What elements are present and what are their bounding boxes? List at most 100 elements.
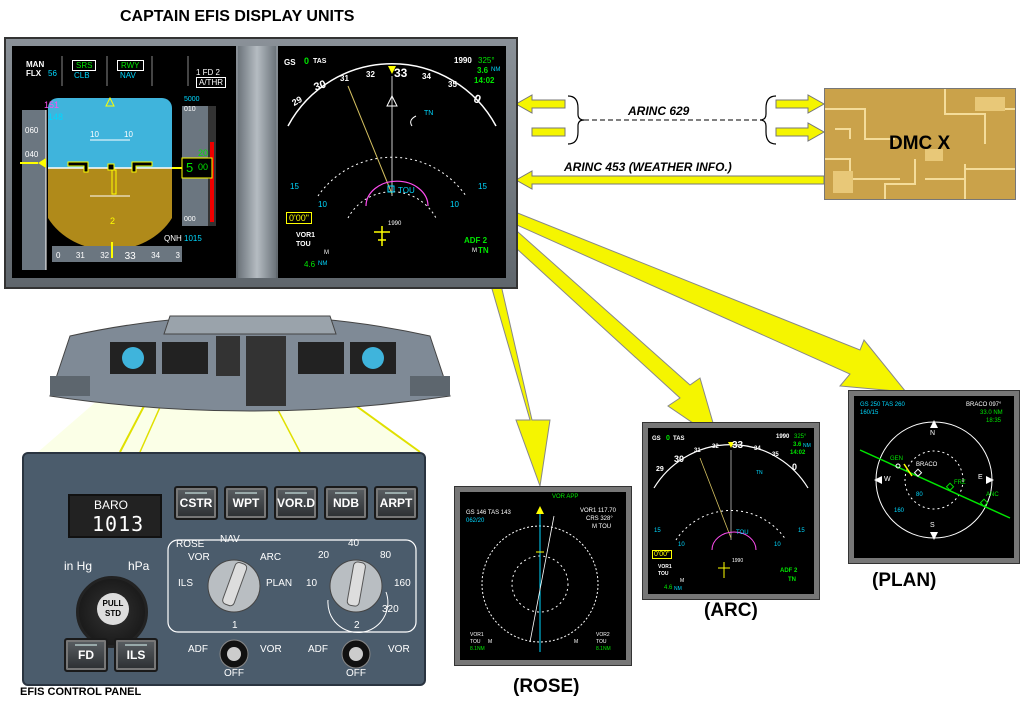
nd-gs: 0: [304, 56, 310, 66]
nd-adf-tn: TN: [478, 246, 489, 255]
mode-arc: ARC: [260, 552, 282, 563]
arc-brg: 325°: [794, 434, 807, 440]
arpt-label: ARPT: [379, 496, 413, 510]
nd-hdg-33: 33: [394, 66, 408, 80]
fma-athr: A/THR: [196, 77, 226, 88]
range-40: 40: [348, 538, 360, 549]
mode-rose: ROSE: [176, 539, 205, 550]
fd-button[interactable]: FD: [64, 638, 108, 672]
baro-label: BARO: [94, 498, 129, 512]
rose-wind: 062/20: [466, 518, 485, 524]
mode-vor: VOR: [188, 552, 210, 563]
rose-bm: M: [488, 639, 493, 645]
display-separator: [238, 46, 276, 278]
plan-wpt: BRACO 097°: [966, 402, 1002, 408]
pull-std-label: PULL STD: [97, 593, 129, 625]
fma-nav: NAV: [120, 71, 136, 80]
dmc-label: DMC X: [889, 133, 951, 154]
arpt-button[interactable]: ARPT: [374, 486, 418, 520]
wpt-button[interactable]: WPT: [224, 486, 268, 520]
arc-vdist: 4.6: [664, 585, 673, 591]
rose-bl2: TOU: [470, 639, 481, 645]
range-320: 320: [382, 604, 399, 615]
arc-hdg-35: 35: [772, 452, 779, 458]
pfd-speed-060: 060: [25, 126, 39, 135]
rose-tou: M TOU: [592, 524, 612, 530]
efis-control-panel: BARO 1013 in Hg hPa PULL STD CSTR WPT VO…: [22, 452, 426, 686]
arc-hdg-30: 30: [674, 454, 685, 464]
range-selector-knob[interactable]: [356, 594, 388, 626]
adf-vor-2-switch[interactable]: [342, 640, 370, 668]
nd-tou: TOU: [398, 186, 415, 195]
alt-cur-00: 00: [198, 162, 209, 172]
arc-adf-tn: TN: [788, 577, 796, 583]
rose-crs: CRS 328°: [586, 516, 613, 522]
nd-hdg-35: 35: [448, 80, 457, 89]
nd-dist-unit: NM: [491, 67, 501, 73]
plan-ring-160: 160: [894, 508, 905, 514]
mode-selector-knob[interactable]: [234, 594, 266, 626]
arinc629-right-arrow-icon: [531, 127, 566, 137]
adf-vor-1-switch[interactable]: [220, 640, 248, 668]
pfd-attitude-icon: [20, 56, 216, 270]
vord-button[interactable]: VOR.D: [274, 486, 318, 520]
alt-cur-5: 5: [186, 160, 194, 175]
mode-plan: PLAN: [266, 578, 293, 589]
alt-cur-20: 20: [198, 148, 209, 158]
rose-display: GS 146 TAS 143 062/20 VOR APP VOR1 117.7…: [460, 492, 626, 660]
nd-tn: TN: [424, 110, 434, 117]
alt-000: 000: [184, 216, 196, 223]
nd-brg: 325°: [478, 56, 495, 65]
nd-hdg-31: 31: [340, 74, 349, 83]
arc-dist: 3.6: [793, 442, 802, 448]
fd-label: FD: [78, 648, 94, 662]
pfd-hdg-32: 32: [100, 251, 110, 260]
nd-vor1-id: TOU: [296, 241, 311, 248]
arc-gs: 0: [666, 435, 670, 442]
nd-vor1: VOR1: [296, 232, 316, 239]
nd-ring-15r: 15: [478, 182, 487, 191]
nd-display: GS 0 TAS 1990 325° 3.6 NM 14:02 29 30 31…: [278, 46, 506, 278]
nd-ring-10l: 10: [318, 200, 327, 209]
qnh-value: 1015: [184, 234, 202, 243]
arc-time: 14:02: [790, 450, 806, 456]
plan-s: S: [930, 522, 935, 529]
fma-flx-val: 56: [48, 69, 57, 78]
arc-tou: TOU: [736, 530, 749, 536]
arc-display: GS 0 TAS 1990 325° 3.6 NM 14:02 29 30 31…: [648, 428, 814, 594]
cstr-button[interactable]: CSTR: [174, 486, 218, 520]
mode-nav: NAV: [220, 534, 240, 545]
fma-clb: CLB: [74, 71, 90, 80]
plan-caption: (PLAN): [872, 570, 937, 591]
nd-compass-icon: [287, 63, 497, 246]
arinc629-arrow-r1-icon: [775, 94, 826, 114]
rose-mode: VOR APP: [552, 494, 579, 500]
rose-frame: GS 146 TAS 143 062/20 VOR APP VOR1 117.7…: [454, 486, 632, 666]
baro-knob[interactable]: PULL STD: [76, 576, 148, 648]
hpa-label: hPa: [128, 559, 150, 573]
arc-alt: 1990: [776, 434, 790, 440]
vor2-sel-label: VOR: [388, 644, 410, 655]
nd-hdg-34: 34: [422, 72, 431, 81]
fma-flx: FLX: [26, 69, 42, 78]
vor1-sel-label: VOR: [260, 644, 282, 655]
baro-window: BARO 1013: [68, 494, 162, 538]
pitch-10-right: 10: [124, 130, 133, 139]
ils-button[interactable]: ILS: [114, 638, 158, 672]
arc-hdg-33: 33: [732, 440, 744, 451]
wpt-label: WPT: [232, 496, 260, 510]
plan-gen: GEN: [890, 456, 904, 462]
plan-time: 18:35: [986, 418, 1002, 424]
arc-hdg-32: 32: [712, 444, 719, 450]
plan-dist: 33.0 NM: [980, 410, 1003, 416]
cockpit-illustration-icon: [49, 315, 451, 412]
alt-010: 010: [184, 106, 196, 113]
arc-m: M: [680, 578, 685, 584]
vord-label: VOR.D: [276, 496, 315, 510]
sel1-label: 1: [232, 620, 238, 631]
rose-br3: 8.1NM: [596, 646, 611, 652]
ndb-button[interactable]: NDB: [324, 486, 368, 520]
pfd-hdg-34: 34: [151, 251, 161, 260]
arc-15r: 15: [798, 528, 805, 534]
rose-br1: VOR2: [596, 632, 610, 638]
